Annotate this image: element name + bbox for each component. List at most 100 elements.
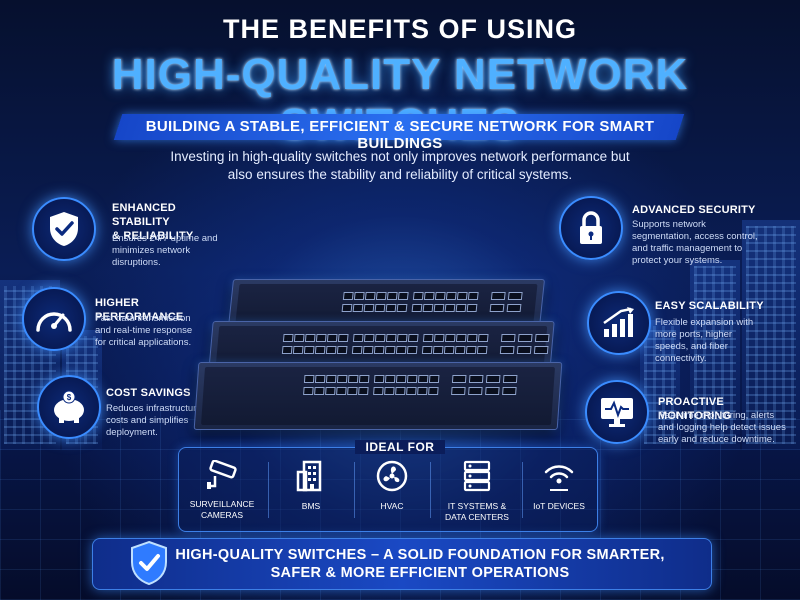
ideal-item-hvac: HVAC (362, 460, 422, 512)
ethernet-port (384, 387, 395, 395)
speedometer-icon (36, 312, 72, 332)
feature-desc-monitoring: Real-time monitoring, alerts and logging… (658, 410, 786, 445)
ethernet-port (444, 334, 456, 342)
ethernet-port (347, 387, 358, 395)
ethernet-port (397, 292, 409, 300)
ethernet-port (422, 304, 434, 312)
ethernet-port (341, 304, 353, 312)
ethernet-port (303, 387, 314, 395)
ethernet-port (433, 304, 445, 312)
ethernet-port (342, 292, 354, 300)
building-icon (296, 460, 322, 492)
feature-desc-stability: Ensures 24/7 uptime and minimizes networ… (112, 233, 218, 268)
ethernet-port (476, 346, 488, 354)
ethernet-port (337, 334, 349, 342)
ethernet-port (358, 387, 369, 395)
building-silhouette (742, 220, 800, 450)
ethernet-port (315, 334, 327, 342)
sfp-port (517, 334, 533, 342)
feature-icon-circle (587, 291, 651, 355)
ethernet-port (373, 346, 385, 354)
ethernet-port (373, 375, 385, 383)
ethernet-port (466, 304, 478, 312)
ethernet-port (411, 304, 423, 312)
ethernet-port (351, 346, 363, 354)
ideal-item-it-systems: IT SYSTEMS & DATA CENTERS (436, 460, 518, 523)
ethernet-port (477, 334, 489, 342)
shield-check-icon (131, 540, 167, 586)
ethernet-port (364, 292, 376, 300)
feature-desc-performance: Fast data transmission and real-time res… (95, 313, 193, 348)
feature-icon-circle (22, 287, 86, 351)
ethernet-port (395, 375, 407, 383)
ethernet-port (456, 292, 468, 300)
cctv-camera-icon (207, 459, 237, 489)
ethernet-port (336, 375, 348, 383)
feature-desc-scalability: Flexible expansion with more ports, high… (655, 317, 754, 364)
sfp-port (451, 375, 467, 383)
ideal-item-label: SURVEILLANCE CAMERAS (189, 499, 255, 520)
piggy-bank-icon: $ (54, 390, 84, 423)
divider (354, 462, 355, 518)
ethernet-port (428, 375, 440, 383)
sfp-port (468, 375, 484, 383)
subtitle: BUILDING A STABLE, EFFICIENT & SECURE NE… (145, 118, 655, 152)
ethernet-port (325, 375, 337, 383)
ethernet-port (445, 292, 457, 300)
ideal-item-label: HVAC (380, 501, 404, 511)
sfp-port (489, 304, 505, 312)
ethernet-port (282, 334, 294, 342)
footer-shield (129, 540, 169, 591)
ethernet-port (428, 387, 439, 395)
sfp-port (516, 346, 532, 354)
feature-title-cost: COST SAVINGS (106, 387, 191, 399)
divider (430, 462, 431, 518)
ideal-item-label: IoT DEVICES (533, 501, 585, 511)
ethernet-port (352, 334, 364, 342)
ethernet-port (433, 334, 445, 342)
ethernet-port (374, 304, 386, 312)
sfp-port (507, 292, 523, 300)
ideal-for-label: IDEAL FOR (355, 440, 445, 454)
ethernet-port (375, 292, 387, 300)
ethernet-port (455, 304, 467, 312)
ethernet-port (412, 292, 424, 300)
feature-desc-security: Supports network segmentation, access co… (632, 219, 758, 266)
ethernet-port (325, 346, 337, 354)
building-silhouette (640, 320, 680, 450)
ethernet-port (336, 387, 347, 395)
feature-desc-cost: Reduces infrastructure costs and simplif… (106, 403, 202, 438)
ethernet-port (443, 346, 455, 354)
ethernet-port (406, 387, 417, 395)
ethernet-port (386, 292, 398, 300)
sfp-port (485, 375, 501, 383)
ethernet-port (314, 375, 326, 383)
ethernet-port (434, 292, 446, 300)
feature-title-monitoring: PROACTIVE MONITORING (658, 396, 732, 422)
monitor-pulse-icon (601, 398, 633, 427)
feature-title-scalability: EASY SCALABILITY (655, 300, 764, 312)
sfp-port (451, 387, 466, 395)
ethernet-port (363, 334, 375, 342)
ethernet-port (314, 387, 325, 395)
ethernet-port (303, 346, 315, 354)
ethernet-port (314, 346, 326, 354)
ethernet-port (358, 375, 370, 383)
ethernet-port (352, 304, 364, 312)
ethernet-port (303, 375, 315, 383)
sfp-port (468, 387, 483, 395)
ideal-item-label: IT SYSTEMS & DATA CENTERS (445, 501, 509, 522)
ethernet-port (336, 346, 348, 354)
ethernet-port (373, 387, 384, 395)
feature-icon-circle: $ (37, 375, 101, 439)
ethernet-port (422, 334, 434, 342)
feature-title-security: ADVANCED SECURITY (632, 204, 756, 216)
ethernet-port (384, 346, 396, 354)
ethernet-port (281, 346, 293, 354)
sfp-port (499, 346, 515, 354)
ethernet-port (384, 375, 396, 383)
lock-icon (580, 211, 602, 244)
ethernet-port (395, 387, 406, 395)
ethernet-port (374, 334, 386, 342)
